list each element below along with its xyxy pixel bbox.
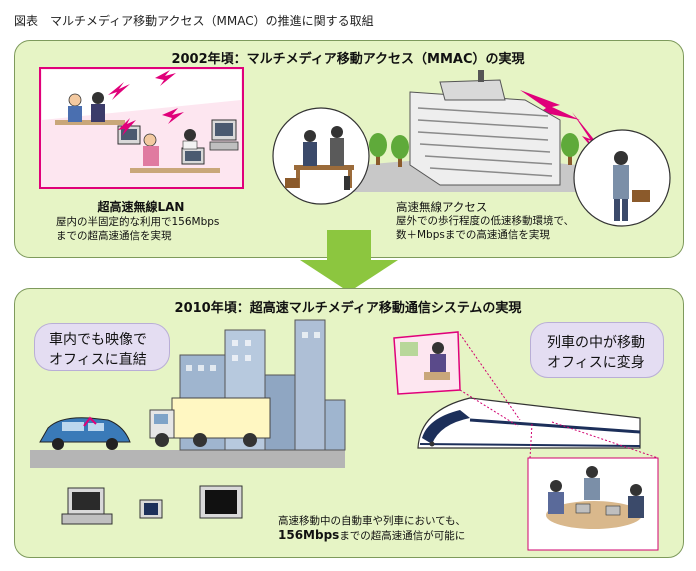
- person-icon: [548, 480, 564, 514]
- lan-caption-line2: までの超高速通信を実現: [56, 230, 172, 242]
- person-icon: [143, 133, 159, 166]
- person-icon: [330, 126, 350, 190]
- person-icon: [424, 342, 450, 380]
- person-icon: [285, 130, 317, 188]
- person-icon: [182, 129, 198, 150]
- lan-caption: 超高速無線LAN 屋内の半固定的な利用で156Mbps までの超高速通信を実現: [56, 200, 226, 243]
- walking-person-circle: [573, 129, 671, 227]
- bottom-caption-line2: 156Mbpsまでの超高速通信が可能に: [278, 528, 466, 543]
- bubble-train-line1: 列車の中が移動: [547, 335, 645, 351]
- lan-caption-line1: 屋内の半固定的な利用で156Mbps: [56, 216, 220, 228]
- tree-icon: [369, 133, 387, 165]
- monitor-icon: [139, 499, 163, 519]
- monitor-icon: [199, 485, 243, 519]
- tree-icon: [561, 133, 579, 165]
- figure-title: 図表 マルチメディア移動アクセス（MMAC）の推進に関する取組: [14, 14, 374, 28]
- tree-icon: [391, 135, 409, 167]
- bottom-caption-line1: 高速移動中の自動車や列車においても、: [278, 515, 466, 527]
- access-caption: 高速無線アクセス 屋外での歩行程度の低速移動環境で、 数＋Mbpsまでの高速通信…: [396, 200, 574, 242]
- down-arrow-icon: [300, 230, 398, 292]
- bottom-caption: 高速移動中の自動車や列車においても、 156Mbpsまでの超高速通信が可能に: [278, 514, 466, 543]
- bubble-car: 車内でも映像で オフィスに直結: [34, 323, 170, 371]
- lan-caption-title: 超高速無線LAN: [97, 200, 185, 214]
- meeting-inset: [527, 457, 659, 551]
- lightning-signal-icon: [108, 70, 184, 136]
- computer-icon: [209, 119, 239, 151]
- access-caption-title: 高速無線アクセス: [396, 200, 488, 214]
- bullet-train-icon: [417, 397, 641, 449]
- access-caption-line2: 数＋Mbpsまでの高速通信を実現: [396, 229, 550, 241]
- bottom-caption-rest: までの超高速通信が可能に: [339, 530, 466, 542]
- person-icon: [628, 484, 644, 518]
- bubble-car-line2: オフィスに直結: [49, 352, 147, 368]
- person-icon: [68, 93, 82, 122]
- bubble-car-line1: 車内でも映像で: [49, 332, 147, 348]
- bubble-train: 列車の中が移動 オフィスに変身: [530, 322, 664, 378]
- truck-icon: [149, 397, 271, 447]
- bubble-train-line2: オフィスに変身: [547, 355, 645, 371]
- train-seat-inset: [393, 331, 461, 395]
- building-icon: [409, 70, 561, 186]
- panel-2010-title: 2010年頃：超高速マルチメディア移動通信システムの実現: [174, 301, 522, 316]
- computer-icon: [61, 487, 113, 525]
- person-icon: [584, 466, 600, 500]
- access-caption-line1: 屋外での歩行程度の低速移動環境で、: [396, 215, 575, 227]
- car-icon: [39, 416, 131, 450]
- panel-2002-title: 2002年頃：マルチメディア移動アクセス（MMAC）の実現: [171, 52, 525, 67]
- person-icon: [613, 151, 650, 221]
- office-lan-illustration: [39, 67, 244, 189]
- bench-people-circle: [272, 107, 370, 205]
- person-icon: [91, 92, 105, 122]
- bottom-caption-bold: 156Mbps: [278, 528, 340, 542]
